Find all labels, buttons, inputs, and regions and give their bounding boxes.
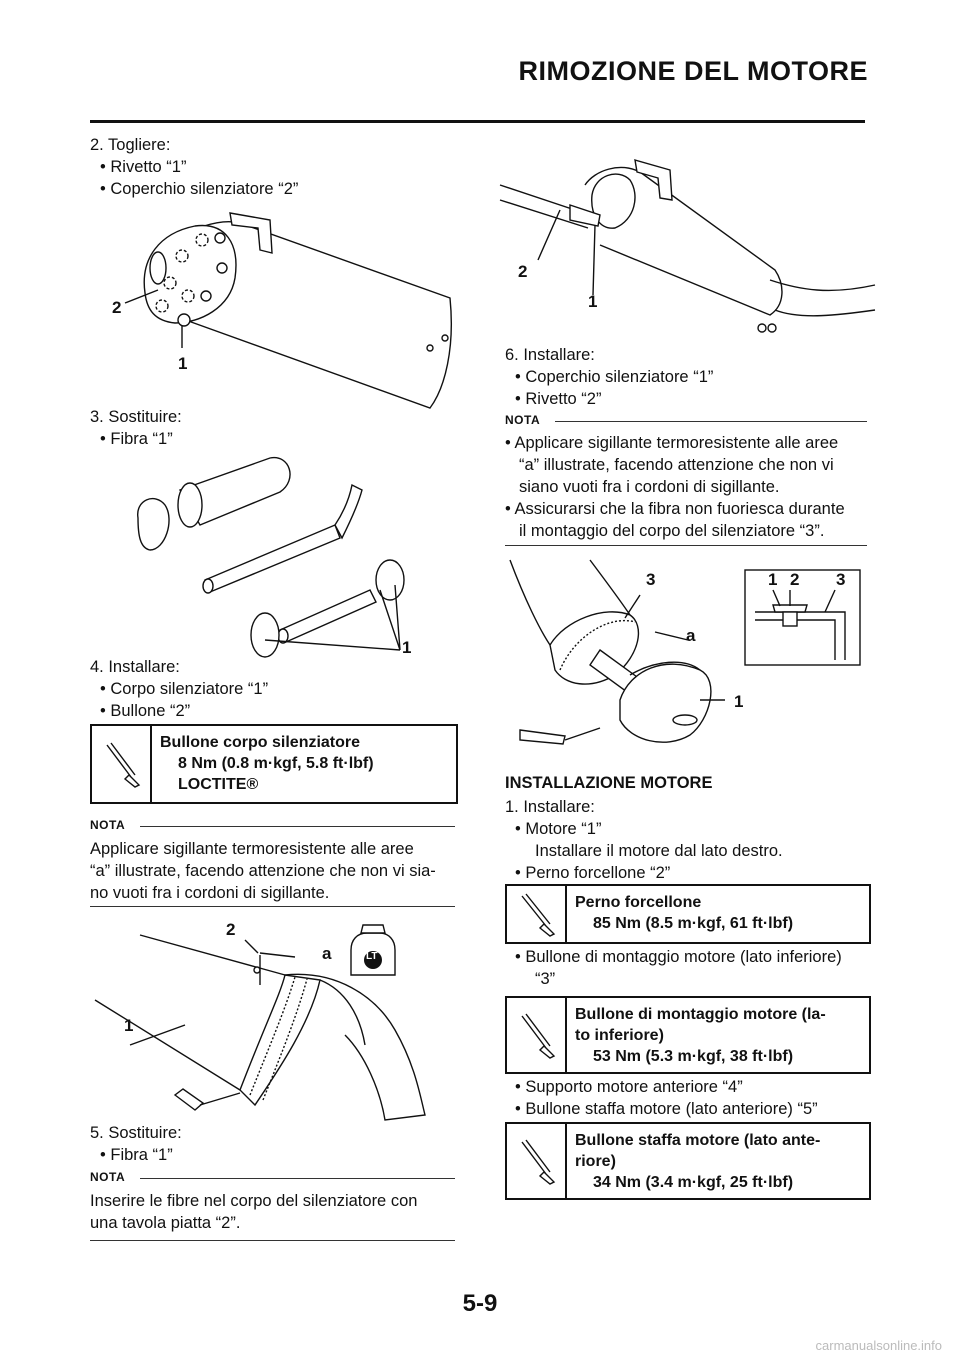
header-rule — [90, 120, 865, 123]
torque-wrench-icon — [507, 1124, 567, 1198]
callout-2: 2 — [518, 262, 528, 281]
mount-items: • Supporto motore anteriore “4” • Bullon… — [505, 1076, 818, 1120]
spec-name: Bullone di montaggio motore (la- — [575, 1006, 826, 1023]
note-line: • Assicurarsi che la fibra non fuoriesca… — [505, 500, 845, 518]
spec-value: 85 Nm (8.5 m·kgf, 61 ft·lbf) — [593, 915, 794, 932]
figure-fiber-parts — [137, 457, 405, 658]
note-label: NOTA — [90, 1170, 126, 1184]
step-4: 4. Installare: • Corpo silenziatore “1” … — [90, 656, 268, 722]
list-item: “3” — [535, 970, 556, 988]
figure-muffler-install — [499, 159, 876, 333]
callout-1: 1 — [588, 292, 598, 311]
note-text: • Applicare sigillante termoresistente a… — [505, 432, 845, 542]
note-line: “a” illustrate, facendo attenzione che n… — [90, 862, 436, 880]
callout-1: 1 — [402, 638, 412, 657]
note-line: il montaggio del corpo del silenziatore … — [519, 522, 825, 540]
figure-muffler-cover — [124, 212, 452, 409]
section-heading: INSTALLAZIONE MOTORE — [505, 774, 713, 792]
note-rule — [140, 826, 455, 827]
note-end-rule — [90, 906, 455, 907]
callout-1: 1 — [768, 570, 778, 589]
step-5: 5. Sostituire: • Fibra “1” — [90, 1122, 182, 1166]
note-label: NOTA — [90, 818, 126, 832]
step-title: 1. Installare: — [505, 798, 595, 816]
note-line: Applicare sigillante termoresistente all… — [90, 840, 414, 858]
list-item: • Bullone “2” — [100, 702, 191, 720]
callout-a: a — [686, 626, 696, 645]
torque-spec-box: Bullone di montaggio motore (la- to infe… — [505, 996, 871, 1074]
spec-value: 34 Nm (3.4 m·kgf, 25 ft·lbf) — [593, 1174, 794, 1191]
list-item: • Coperchio silenziatore “2” — [100, 180, 299, 198]
callout-a: a — [322, 944, 332, 963]
list-item: • Corpo silenziatore “1” — [100, 680, 269, 698]
spec-name: Perno forcellone — [575, 894, 702, 911]
note-rule — [140, 1178, 455, 1179]
figure-muffler-body-sealant — [509, 559, 861, 745]
spec-name: Bullone corpo silenziatore — [160, 734, 361, 751]
list-item: Installare il motore dal lato destro. — [535, 842, 783, 860]
list-item: • Motore “1” — [515, 820, 602, 838]
step-2: 2. Togliere: • Rivetto “1” • Coperchio s… — [90, 134, 298, 200]
list-item: • Coperchio silenziatore “1” — [515, 368, 714, 386]
note-line: una tavola piatta “2”. — [90, 1214, 241, 1232]
step-title: 3. Sostituire: — [90, 408, 182, 426]
list-item: • Rivetto “2” — [515, 390, 602, 408]
spec-value: 53 Nm (5.3 m·kgf, 38 ft·lbf) — [593, 1048, 794, 1065]
note-end-rule — [90, 1240, 455, 1241]
step-title: 5. Sostituire: — [90, 1124, 182, 1142]
callout-3: 3 — [836, 570, 846, 589]
torque-wrench-icon — [507, 998, 567, 1072]
note-line: “a” illustrate, facendo attenzione che n… — [519, 456, 834, 474]
note-line: Inserire le fibre nel corpo del silenzia… — [90, 1192, 418, 1210]
callout-1: 1 — [178, 354, 188, 373]
spec-extra: LOCTITE® — [178, 776, 259, 793]
note-text: Inserire le fibre nel corpo del silenzia… — [90, 1190, 417, 1234]
torque-spec-box: Perno forcellone 85 Nm (8.5 m·kgf, 61 ft… — [505, 884, 871, 944]
spec-name: riore) — [575, 1153, 616, 1170]
torque-spec-box: Bullone staffa motore (lato ante- riore)… — [505, 1122, 871, 1200]
list-item: • Perno forcellone “2” — [515, 864, 671, 882]
note-label: NOTA — [505, 413, 541, 427]
step-3: 3. Sostituire: • Fibra “1” — [90, 406, 182, 450]
note-line: no vuoti fra i cordoni di sigillante. — [90, 884, 330, 902]
callout-2: 2 — [226, 920, 236, 939]
callout-1: 1 — [734, 692, 744, 711]
list-item: • Fibra “1” — [100, 1146, 173, 1164]
list-item: • Supporto motore anteriore “4” — [515, 1078, 743, 1096]
note-rule — [555, 421, 867, 422]
list-item: • Bullone di montaggio motore (lato infe… — [515, 948, 842, 966]
spec-name: to inferiore) — [575, 1027, 664, 1044]
loctite-badge: LT — [366, 951, 378, 962]
note-line: siano vuoti fra i cordoni di sigillante. — [519, 478, 780, 496]
torque-wrench-icon — [92, 726, 152, 802]
step-6: 6. Installare: • Coperchio silenziatore … — [505, 344, 713, 410]
watermark: carmanualsonline.info — [815, 1338, 942, 1353]
callout-3: 3 — [646, 570, 656, 589]
page-title: RIMOZIONE DEL MOTORE — [518, 56, 868, 86]
callout-2: 2 — [112, 298, 122, 317]
list-item: • Bullone staffa motore (lato anteriore)… — [515, 1100, 818, 1118]
list-item: • Rivetto “1” — [100, 158, 187, 176]
page-number: 5-9 — [462, 1290, 498, 1317]
callout-1: 1 — [124, 1016, 134, 1035]
torque-wrench-icon — [507, 886, 567, 942]
list-item: • Fibra “1” — [100, 430, 173, 448]
step-title: 2. Togliere: — [90, 136, 171, 154]
spec-value: 8 Nm (0.8 m·kgf, 5.8 ft·lbf) — [178, 755, 374, 772]
bolt-item: • Bullone di montaggio motore (lato infe… — [505, 946, 842, 990]
note-line: • Applicare sigillante termoresistente a… — [505, 434, 839, 452]
callout-2: 2 — [790, 570, 800, 589]
torque-spec-box: Bullone corpo silenziatore 8 Nm (0.8 m·k… — [90, 724, 458, 804]
figure-sealant-area — [94, 924, 426, 1121]
note-text: Applicare sigillante termoresistente all… — [90, 838, 436, 904]
step-1: 1. Installare: • Motore “1” Installare i… — [505, 796, 783, 884]
step-title: 6. Installare: — [505, 346, 595, 364]
note-end-rule — [505, 545, 867, 546]
spec-name: Bullone staffa motore (lato ante- — [575, 1132, 821, 1149]
step-title: 4. Installare: — [90, 658, 180, 676]
